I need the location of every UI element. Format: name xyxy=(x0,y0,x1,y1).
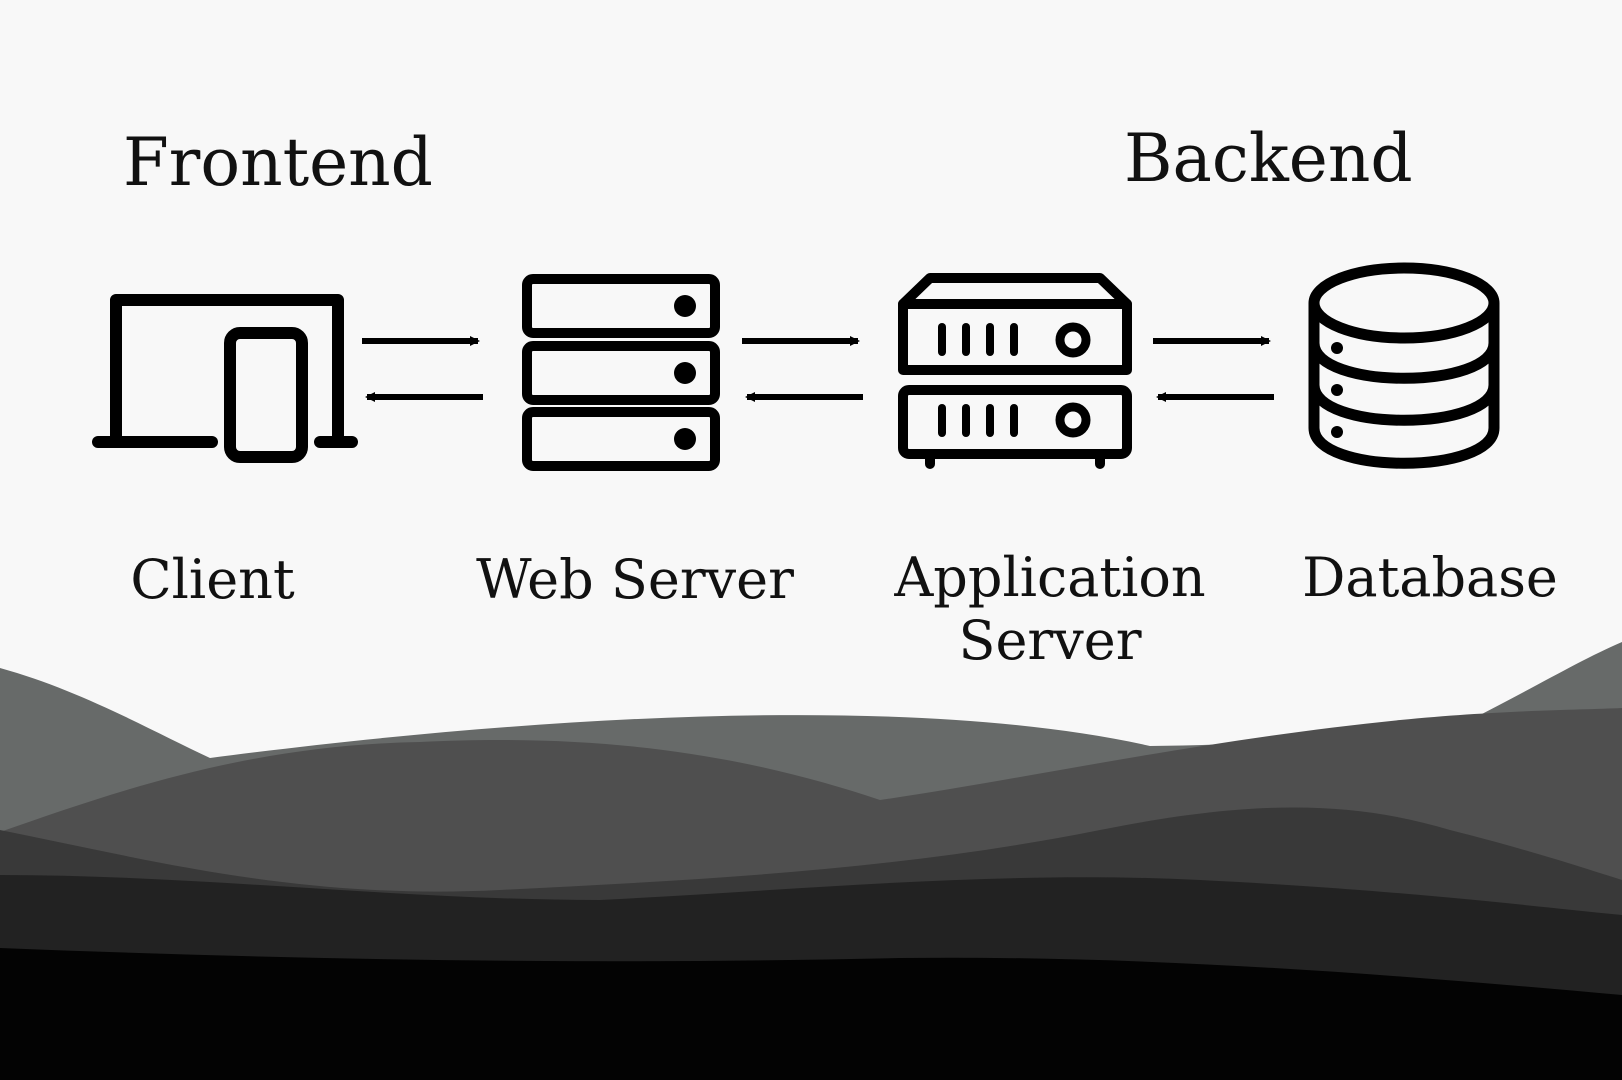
server-rack-icon xyxy=(898,273,1132,469)
node-label-web-server: Web Server xyxy=(465,548,805,611)
node-label-line: Client xyxy=(130,548,295,611)
hill-layer-5 xyxy=(0,948,1622,1080)
node-label-app-server: Application Server xyxy=(880,546,1220,672)
node-label-line: Web Server xyxy=(476,548,794,611)
node-label-database: Database xyxy=(1285,546,1575,609)
frontend-title: Frontend xyxy=(123,124,433,201)
arrow-client-to-web-server xyxy=(362,336,483,402)
laptop-phone-icon xyxy=(92,294,358,463)
backend-title: Backend xyxy=(1124,120,1413,197)
node-label-line: Application xyxy=(894,546,1206,609)
arrow-app-server-to-database xyxy=(1153,336,1274,402)
database-icon xyxy=(1308,262,1500,469)
node-label-client: Client xyxy=(120,548,305,611)
node-label-line: Database xyxy=(1302,546,1558,609)
node-label-line: Server xyxy=(958,609,1142,672)
server-stack-icon xyxy=(522,274,720,471)
arrow-web-server-to-app-server xyxy=(742,336,863,402)
